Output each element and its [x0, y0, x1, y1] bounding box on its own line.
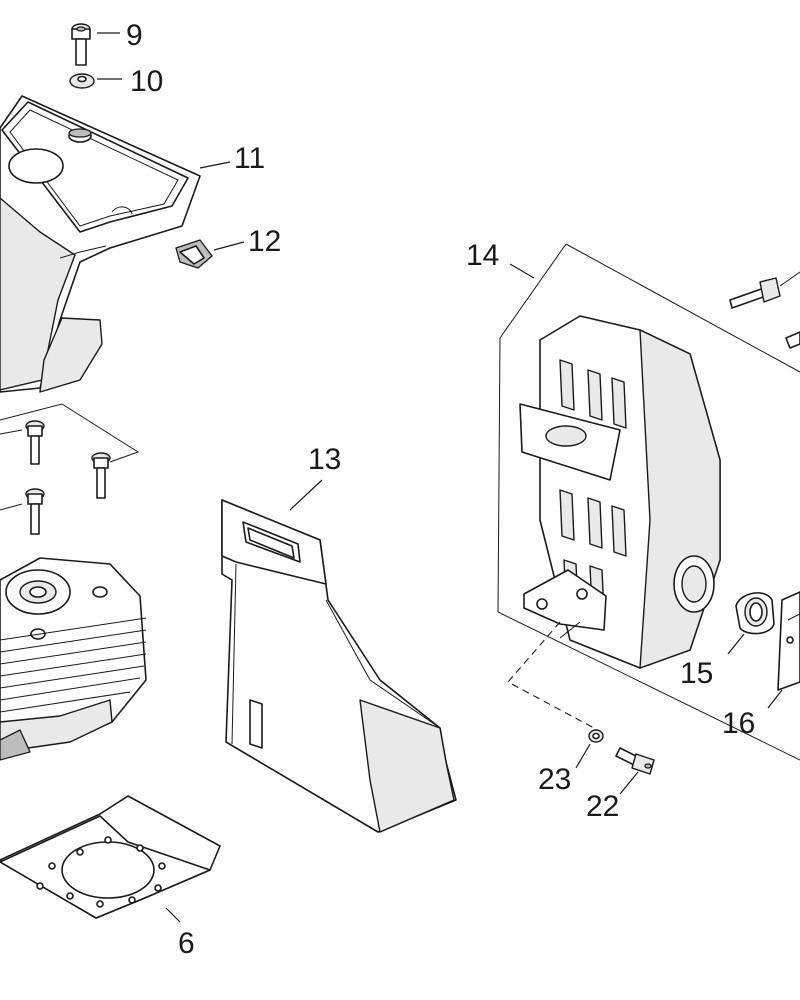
part-16-flange-gasket	[777, 591, 800, 691]
part-9-screw	[71, 23, 91, 66]
part-12-clip	[175, 239, 213, 269]
callout-13: 13	[308, 443, 341, 476]
bolts-group-left	[0, 403, 140, 535]
callout-14: 14	[466, 239, 499, 272]
muffler-ribs	[559, 359, 627, 613]
part-23-washer	[588, 729, 604, 743]
callout-10: 10	[130, 65, 163, 98]
callout-12: 12	[248, 225, 281, 258]
part-15-gasket-ring	[735, 592, 775, 635]
part-11-cylinder-cover	[0, 95, 201, 393]
callout-9: 9	[126, 19, 143, 52]
muffler-bolts	[729, 271, 800, 349]
callout-15: 15	[680, 657, 713, 690]
part-6-base-gasket	[0, 795, 221, 919]
callout-6: 6	[178, 927, 195, 960]
cylinder	[0, 557, 147, 761]
part-14-muffler	[497, 243, 800, 761]
callout-22: 22	[586, 790, 619, 823]
muffler-bolt-a	[729, 277, 781, 309]
callout-16: 16	[722, 707, 755, 740]
alignment-dashes	[507, 621, 595, 729]
bolt-b	[91, 452, 111, 499]
callout-23: 23	[538, 763, 571, 796]
bolt-a	[25, 420, 45, 465]
muffler-bolt-b	[785, 331, 800, 349]
part-13-heat-shield	[221, 499, 457, 833]
part-22-screw	[615, 747, 655, 775]
callout-11: 11	[234, 142, 265, 175]
part-10-washer	[69, 73, 95, 89]
bolt-c	[25, 488, 45, 535]
cylinder-fins	[0, 617, 147, 713]
